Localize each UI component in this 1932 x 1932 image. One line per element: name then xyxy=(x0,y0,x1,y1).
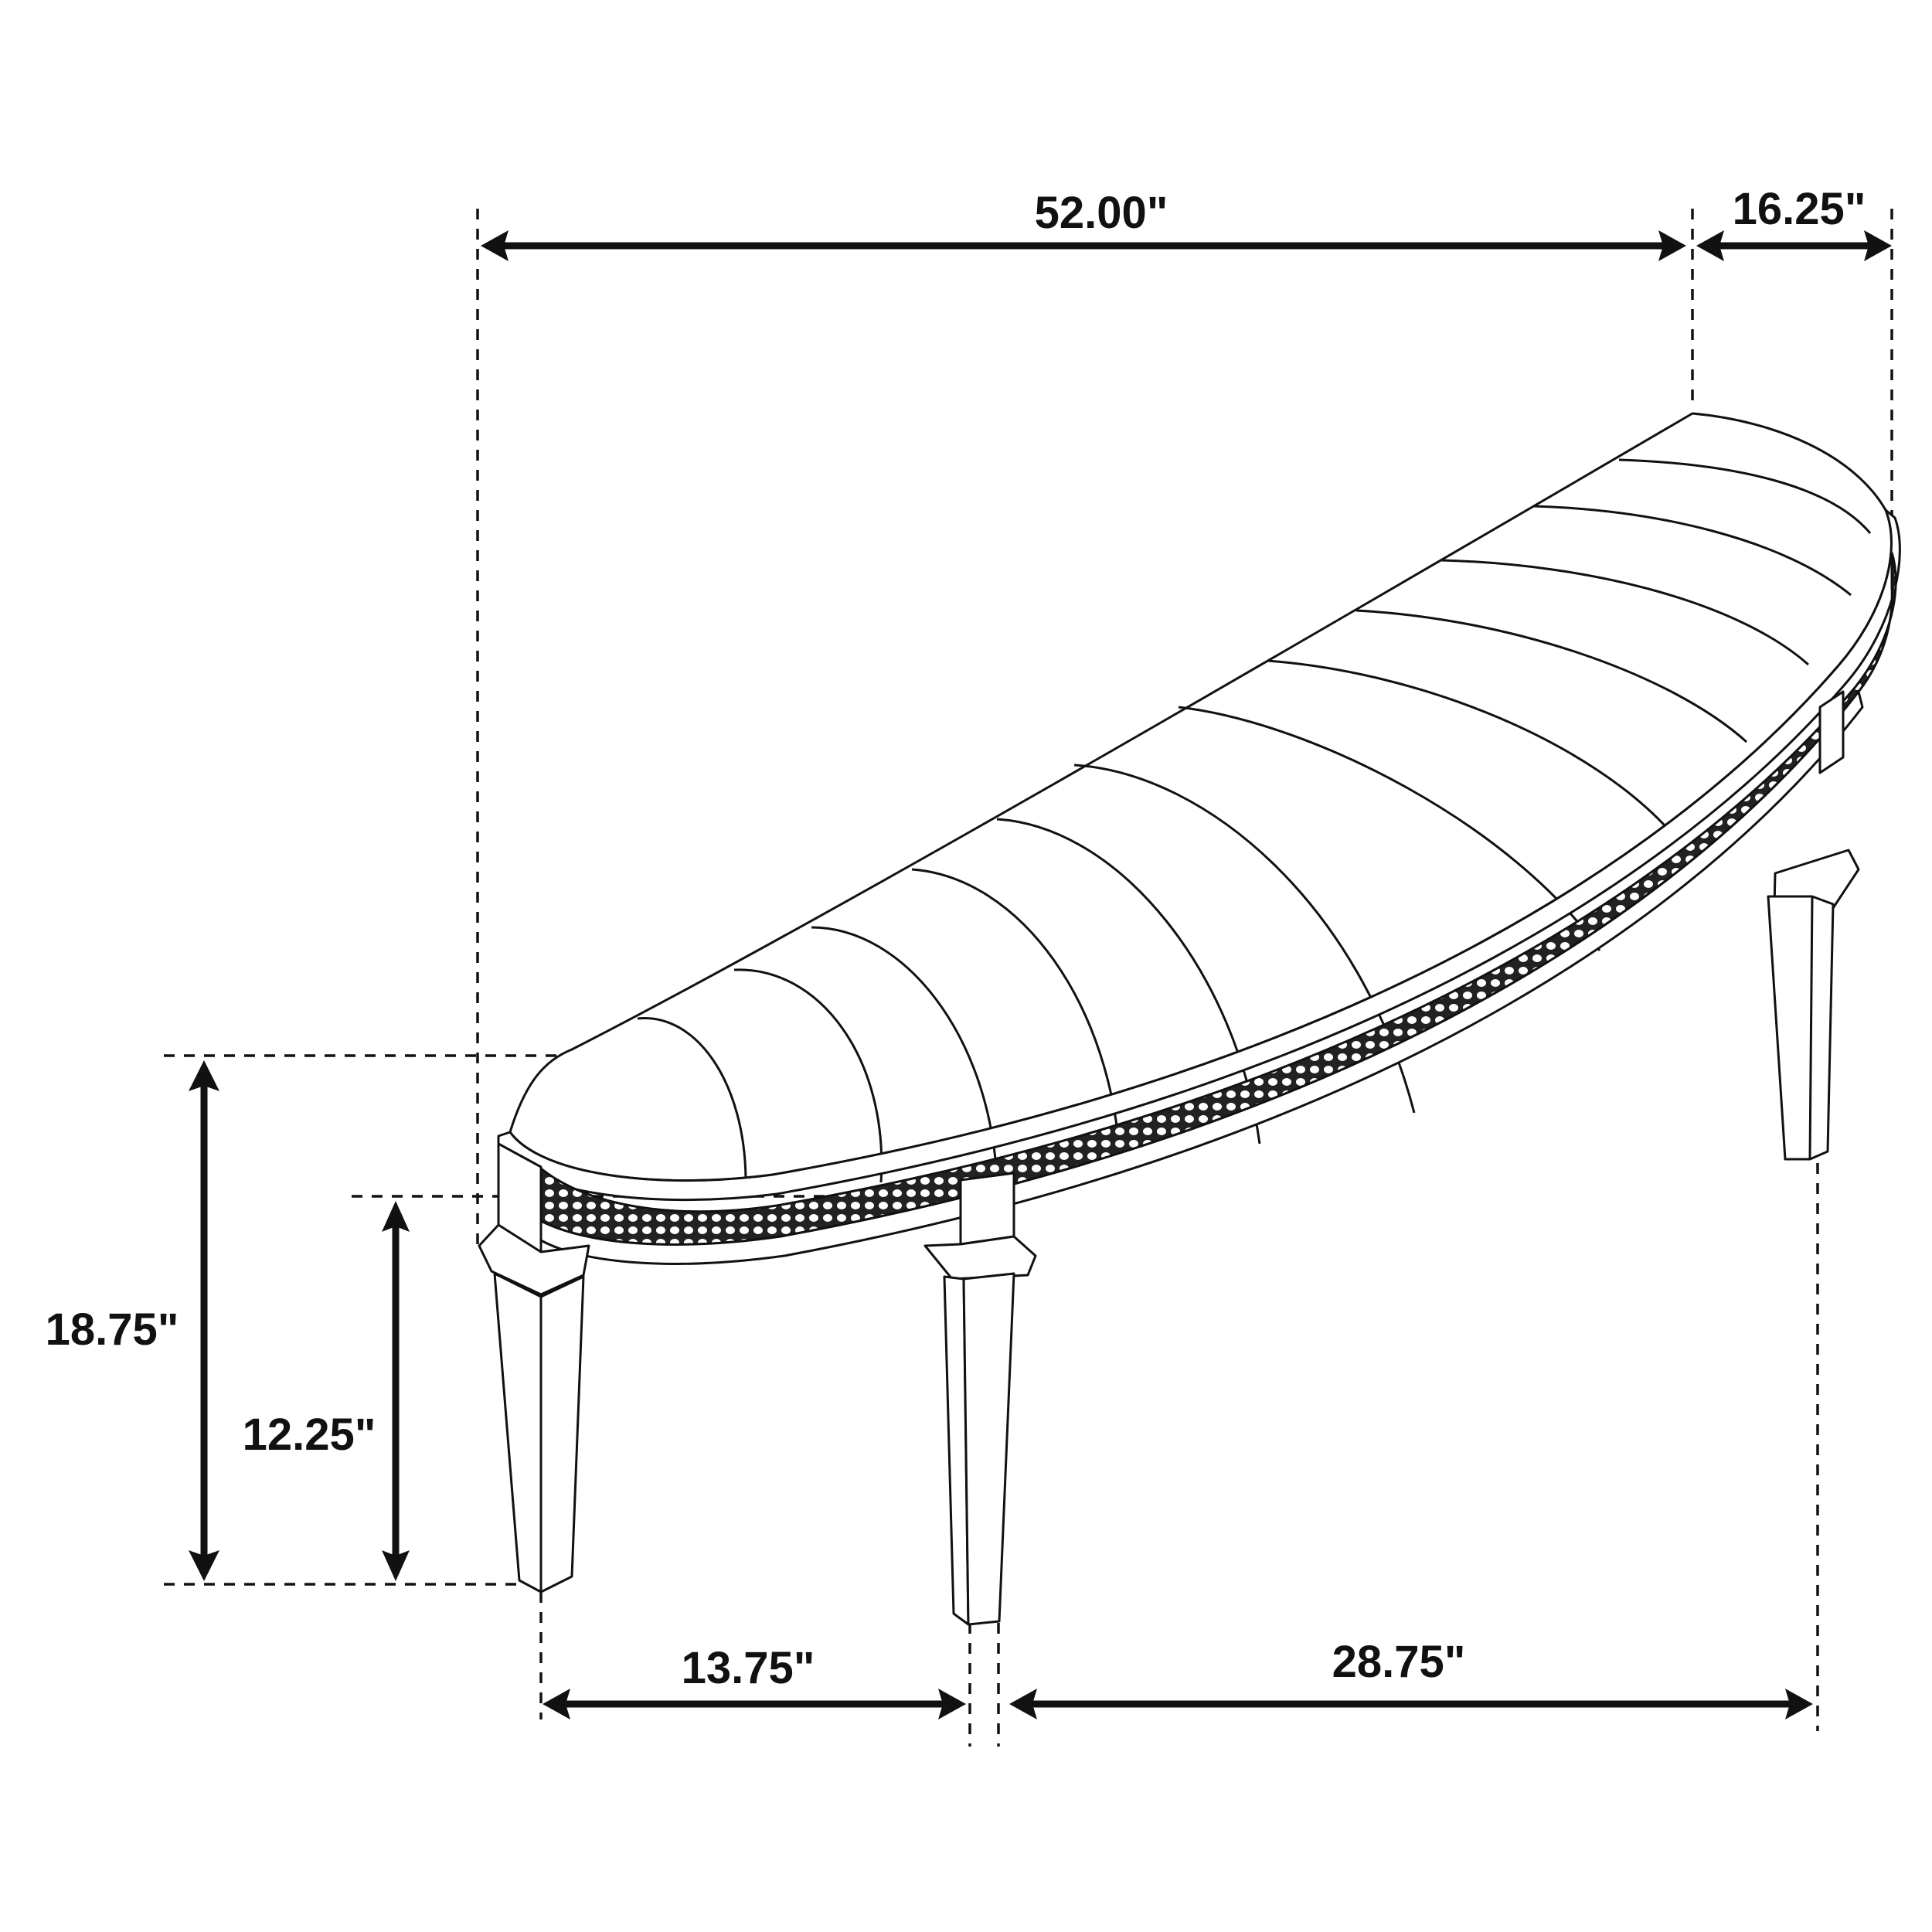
label-leg-clearance: 12.25" xyxy=(243,1410,376,1460)
dimension-overall-height: 18.75" xyxy=(46,1060,219,1581)
apron-bottom-band xyxy=(539,690,1864,1265)
dimension-overall-depth: 16.25" xyxy=(1696,184,1892,261)
apron-top-moulding xyxy=(497,509,1901,1202)
label-rear-leg-spacing: 28.75" xyxy=(1332,1637,1466,1687)
bench-illustration xyxy=(478,412,1901,1626)
front-left-leg xyxy=(478,1142,590,1594)
label-front-leg-spacing: 13.75" xyxy=(682,1643,815,1693)
front-middle-leg xyxy=(923,1172,1037,1626)
rear-right-corner-block xyxy=(1818,690,1845,774)
label-overall-width: 52.00" xyxy=(1035,188,1168,238)
dimension-rear-leg-spacing: 28.75" xyxy=(1009,1637,1813,1719)
dimension-leg-clearance: 12.25" xyxy=(243,1201,410,1581)
rear-right-leg xyxy=(1767,849,1860,1161)
dimension-front-leg-spacing: 13.75" xyxy=(543,1643,966,1719)
label-overall-depth: 16.25" xyxy=(1733,184,1866,234)
dimension-overall-width: 52.00" xyxy=(481,188,1686,261)
label-overall-height: 18.75" xyxy=(46,1304,179,1355)
